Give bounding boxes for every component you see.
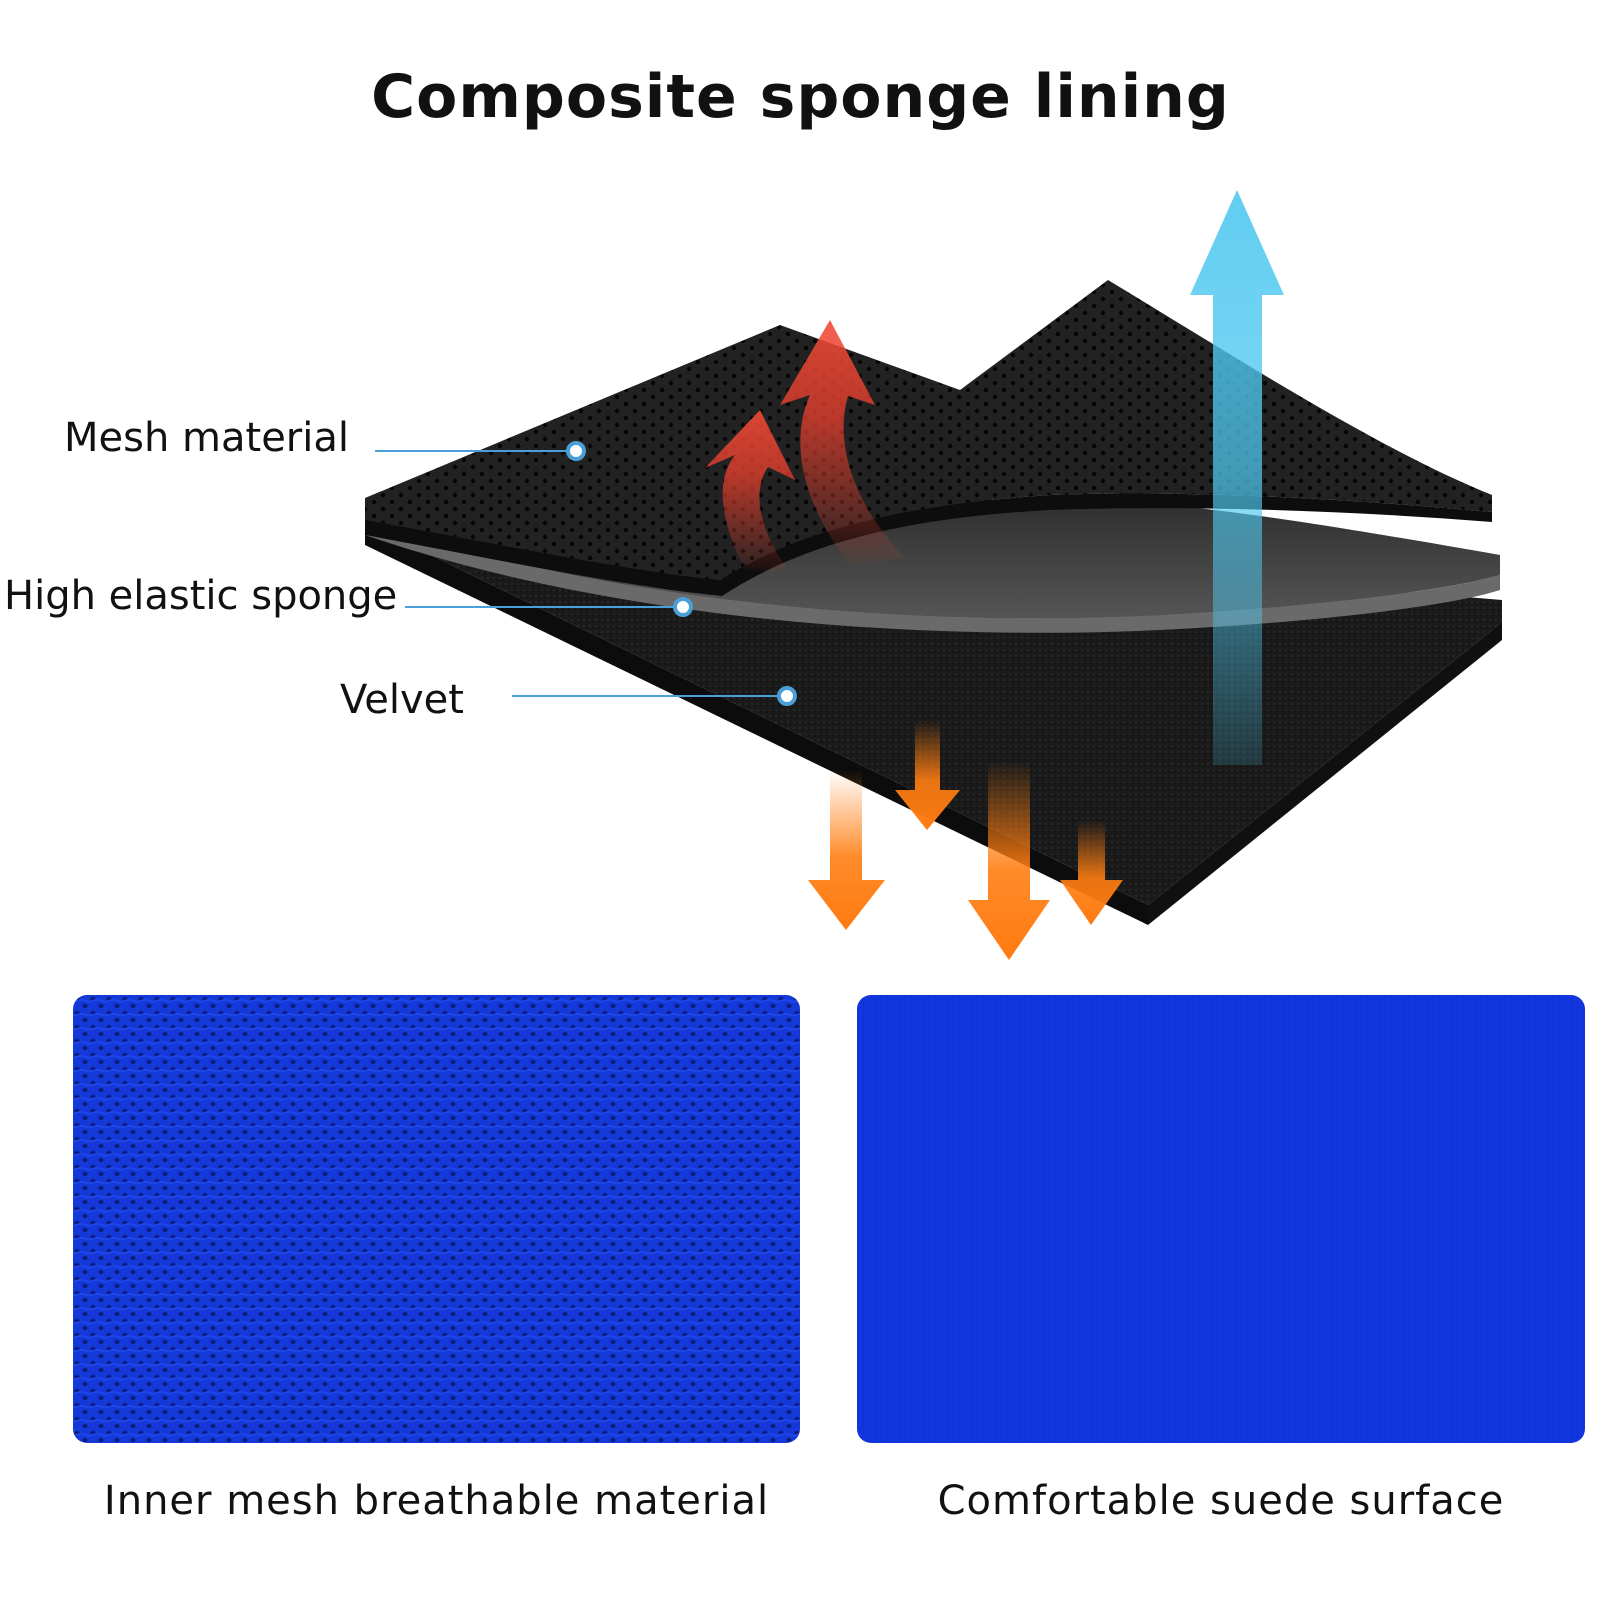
mesh-fabric-swatch (73, 995, 800, 1443)
mesh-layer (365, 280, 1492, 596)
leader-sponge (405, 597, 693, 617)
suede-fabric-swatch (857, 995, 1585, 1443)
page-title: Composite sponge lining (371, 62, 1230, 132)
label-velvet: Velvet (340, 677, 464, 723)
down-arrow-3 (968, 760, 1050, 960)
down-arrow-1 (808, 770, 885, 930)
cool-air-arrow (1190, 190, 1284, 765)
mesh-texture (73, 995, 800, 1443)
down-arrow-2 (895, 720, 960, 830)
label-high-elastic-sponge: High elastic sponge (4, 573, 398, 619)
caption-suede-surface: Comfortable suede surface (937, 1478, 1505, 1524)
caption-inner-mesh: Inner mesh breathable material (103, 1478, 770, 1524)
leader-mesh (375, 441, 586, 461)
hot-air-arrow-1 (705, 410, 795, 572)
leader-velvet (512, 686, 797, 706)
label-mesh-material: Mesh material (64, 415, 349, 461)
layered-material-diagram (365, 190, 1502, 960)
down-arrow-4 (1060, 820, 1123, 925)
hot-air-arrow-2 (780, 320, 905, 565)
suede-texture (857, 995, 1585, 1443)
